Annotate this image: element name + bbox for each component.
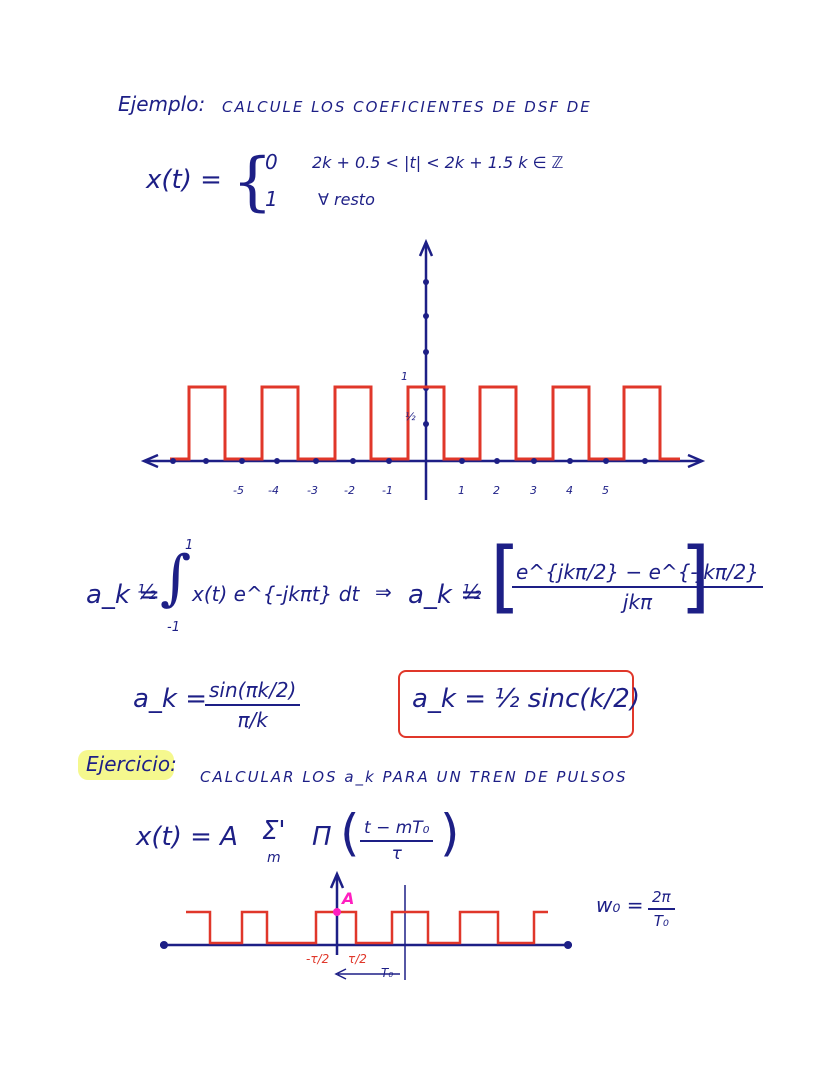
pulse-train-lhs: x(t) = A	[136, 822, 238, 852]
pulse-train-arg-den: τ	[391, 844, 402, 864]
definition-lhs: x(t) =	[146, 165, 222, 195]
plot1-xtick: 1	[458, 484, 465, 497]
side-note-num: 2π	[652, 888, 671, 906]
plot1-tick-dot	[642, 458, 648, 464]
plot1-x-arrow-right	[687, 453, 706, 469]
plot1-xtick: -4	[268, 484, 279, 497]
formula2-boxed: a_k = ½ sinc(k/2)	[412, 684, 640, 714]
plot1-xtick: -1	[382, 484, 393, 497]
plot1-xtick: -5	[233, 484, 244, 497]
left-bracket: [	[490, 532, 521, 622]
integrand: x(t) e^{-jkπt} dt	[192, 582, 360, 606]
formula2-fraction: sin(πk/2) π/k	[205, 678, 301, 732]
plot1-xtick: -2	[344, 484, 355, 497]
plot1-tick-dot	[274, 458, 280, 464]
case2-condition: ∀ resto	[318, 190, 375, 209]
exercise-highlight	[78, 750, 174, 780]
formula1-denominator: jkπ	[622, 590, 653, 614]
integral-lower: -1	[167, 620, 180, 635]
result-box	[398, 670, 634, 738]
plot1-x-arrow-left	[140, 453, 159, 469]
plot1-tick-dot	[239, 458, 245, 464]
formula2-denominator: π/k	[237, 708, 268, 732]
plot1-tick-dot	[494, 458, 500, 464]
plot1-tick-dot	[203, 458, 209, 464]
exercise-text: CALCULAR LOS a_k PARA UN TREN DE PULSOS	[200, 768, 628, 786]
heading-text: CALCULE LOS COEFICIENTES DE DSF DE	[222, 98, 592, 116]
heading-label: Ejemplo:	[118, 92, 206, 116]
plot1-tick-dot	[170, 458, 176, 464]
side-note-lhs: w₀ =	[596, 893, 644, 917]
formula1-rhs-lhs: a_k =	[408, 580, 483, 610]
sum-symbol: Σ'	[262, 816, 286, 846]
case2-value: 1	[265, 187, 278, 211]
formula1-numerator: e^{jkπ/2} − e^{-jkπ/2}	[516, 560, 759, 584]
plot1-xtick: 2	[493, 484, 500, 497]
plot1-tick-dot	[531, 458, 537, 464]
plot2-y-arrow	[329, 870, 345, 889]
integral-sign: ∫	[160, 543, 192, 613]
formula2-numerator: sin(πk/2)	[209, 678, 297, 702]
plot1-xtick: 3	[530, 484, 537, 497]
plot1-tick-dot	[313, 458, 319, 464]
side-note-fraction: 2π T₀	[648, 888, 675, 930]
plot1-xtick: -3	[307, 484, 318, 497]
side-note-den: T₀	[653, 912, 669, 930]
plot1-tick-dot	[350, 458, 356, 464]
plot1-y-arrow	[418, 238, 434, 257]
case1-value: 0	[265, 150, 278, 174]
rect-symbol: Π	[312, 822, 332, 852]
plot1-pulse-train	[170, 385, 680, 461]
formula1-coef: ½	[137, 580, 157, 604]
implies-arrow: ⇒	[375, 580, 392, 604]
paren-right: )	[440, 804, 460, 862]
plot2-amplitude-label: A	[342, 889, 355, 908]
exercise-label: Ejercicio:	[86, 752, 177, 776]
formula1-rhs-coef: ½	[462, 580, 482, 604]
integral-upper: 1	[185, 538, 194, 553]
pulse-train-fraction: t − mT₀ τ	[360, 818, 434, 864]
brace-symbol: {	[232, 145, 273, 219]
right-bracket: ]	[680, 532, 711, 622]
plot2-pulse-train	[186, 910, 548, 945]
plot2-right-edge: τ/2	[348, 952, 367, 966]
plot1-tick-dot	[386, 458, 392, 464]
plot1-ytick: ½	[405, 410, 416, 423]
plot1-tick-dot	[603, 458, 609, 464]
plot1-xtick: 5	[602, 484, 609, 497]
plot2-period-label: T₀	[381, 966, 394, 980]
plot1-ytick: 1	[401, 370, 408, 383]
sum-index: m	[267, 850, 281, 866]
paren-left: (	[340, 804, 360, 862]
plot1-xtick: 4	[566, 484, 573, 497]
formula1-lhs: a_k =	[86, 580, 161, 610]
formula1-fraction: e^{jkπ/2} − e^{-jkπ/2} jkπ	[512, 560, 763, 614]
plot1-tick-dot	[567, 458, 573, 464]
pulse-path	[186, 910, 548, 945]
plot1-tick-dot	[459, 458, 465, 464]
formula2-lhs: a_k =	[133, 684, 208, 714]
pulse-path	[170, 385, 680, 461]
plot2-amplitude-marker	[333, 908, 341, 916]
plot2-left-edge: -τ/2	[306, 952, 330, 966]
case1-condition: 2k + 0.5 < |t| < 2k + 1.5 k ∈ ℤ	[312, 153, 564, 172]
pulse-train-arg-num: t − mT₀	[364, 818, 430, 838]
